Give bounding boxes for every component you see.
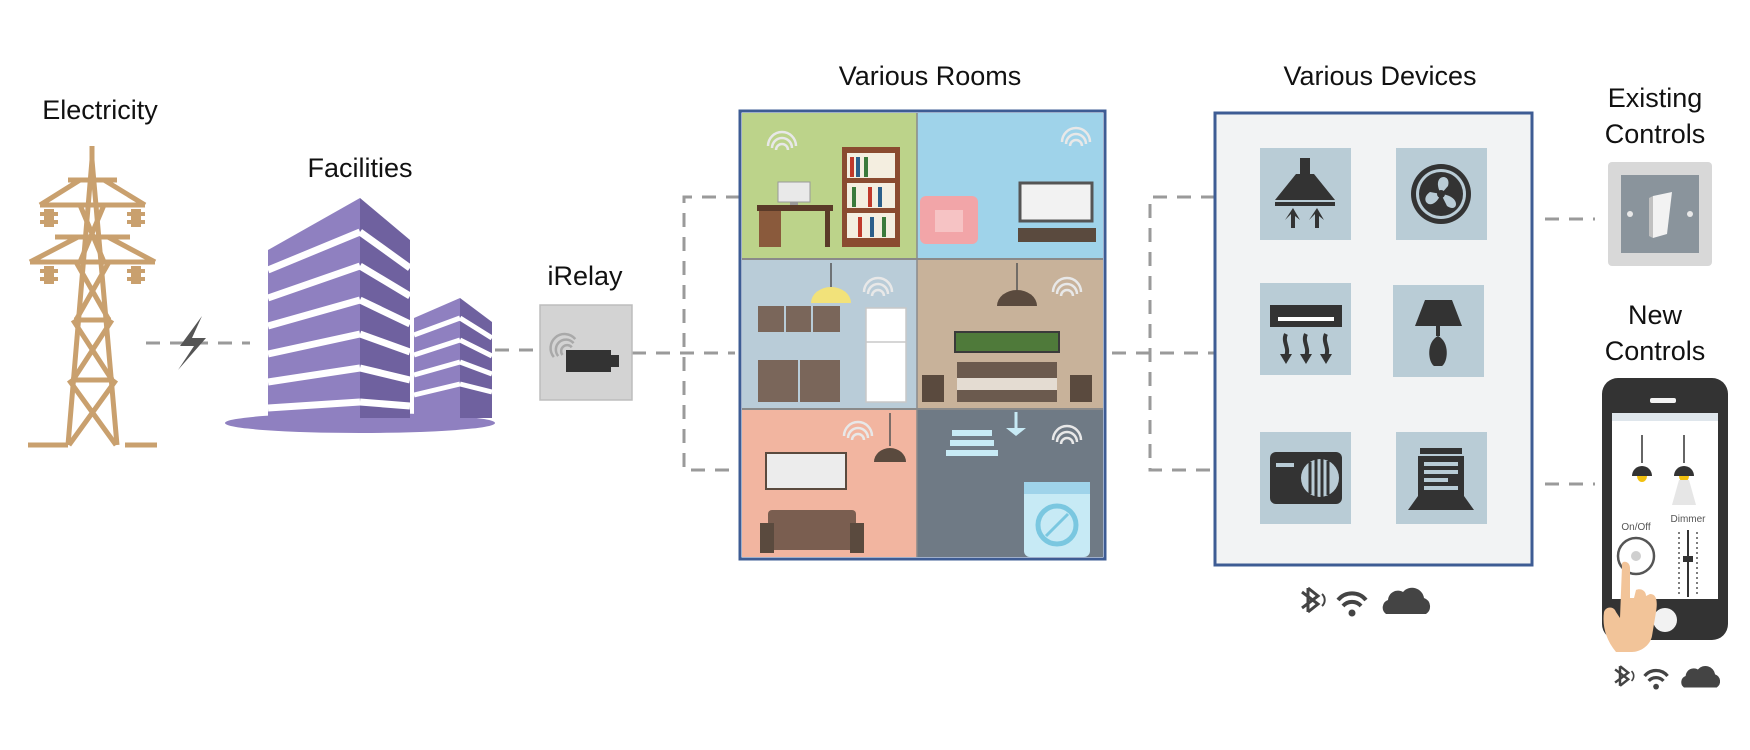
lounge-furniture [760, 413, 906, 553]
new-controls-line2: Controls [1604, 336, 1706, 366]
portable-heater-icon [1270, 452, 1342, 504]
existing-controls-label: Existing Controls [1575, 80, 1735, 152]
new-controls-label: New Controls [1575, 297, 1735, 369]
lightning-icon [178, 316, 206, 370]
devices-connectivity-icons [1300, 585, 1433, 619]
various-rooms-label: Various Rooms [838, 61, 1022, 91]
dimmer-label: Dimmer [1671, 514, 1707, 525]
existing-controls-line2: Controls [1604, 119, 1706, 149]
irelay-label: iRelay [547, 261, 623, 291]
devices-panel [1213, 111, 1534, 567]
various-devices-label: Various Devices [1283, 61, 1477, 91]
new-controls-line1: New [1627, 300, 1682, 330]
air-conditioner-icon [1270, 305, 1342, 364]
smartphone-icon [1602, 378, 1728, 652]
on-off-label: On/Off [1621, 522, 1650, 533]
facilities-buildings-icon [225, 198, 495, 433]
bedroom-furniture [922, 263, 1092, 402]
rooms-panel [738, 109, 1107, 561]
power-tower-icon [28, 146, 157, 448]
space-heater-icon [1408, 448, 1474, 510]
phone-connectivity-icons [1613, 664, 1722, 692]
wall-switch-icon [1608, 162, 1712, 266]
irelay-device-icon [539, 304, 633, 401]
fan-icon [1411, 164, 1471, 224]
insulators [40, 209, 145, 284]
facilities-label: Facilities [307, 153, 413, 183]
kitchen-furniture [758, 263, 907, 403]
study-furniture [757, 130, 900, 247]
living-furniture [920, 126, 1096, 244]
range-hood-icon [1275, 158, 1335, 228]
electricity-label: Electricity [42, 95, 158, 125]
table-lamp-icon [1415, 300, 1462, 366]
laundry-furniture [946, 412, 1090, 557]
existing-controls-line1: Existing [1607, 83, 1703, 113]
